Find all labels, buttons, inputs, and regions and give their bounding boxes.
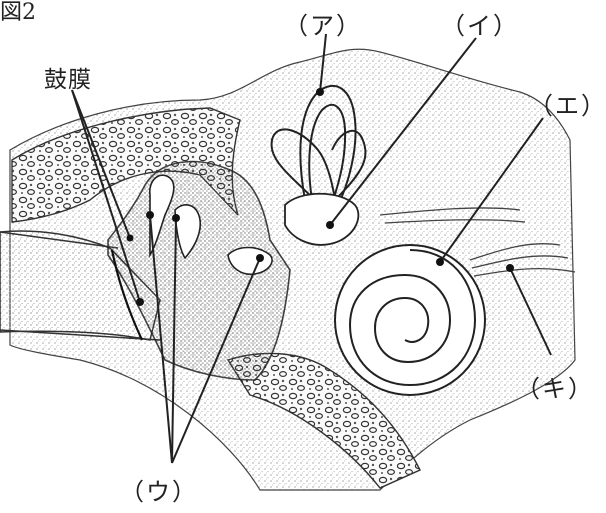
label-ki: （キ） [516, 369, 594, 404]
cochlea [335, 245, 485, 395]
label-i: （イ） [441, 6, 519, 41]
figure-title: 図2 [0, 0, 36, 26]
label-a: （ア） [284, 6, 362, 41]
label-e: （エ） [529, 86, 606, 121]
label-eardrum: 鼓膜 [44, 60, 92, 94]
label-u: （ウ） [120, 472, 198, 507]
